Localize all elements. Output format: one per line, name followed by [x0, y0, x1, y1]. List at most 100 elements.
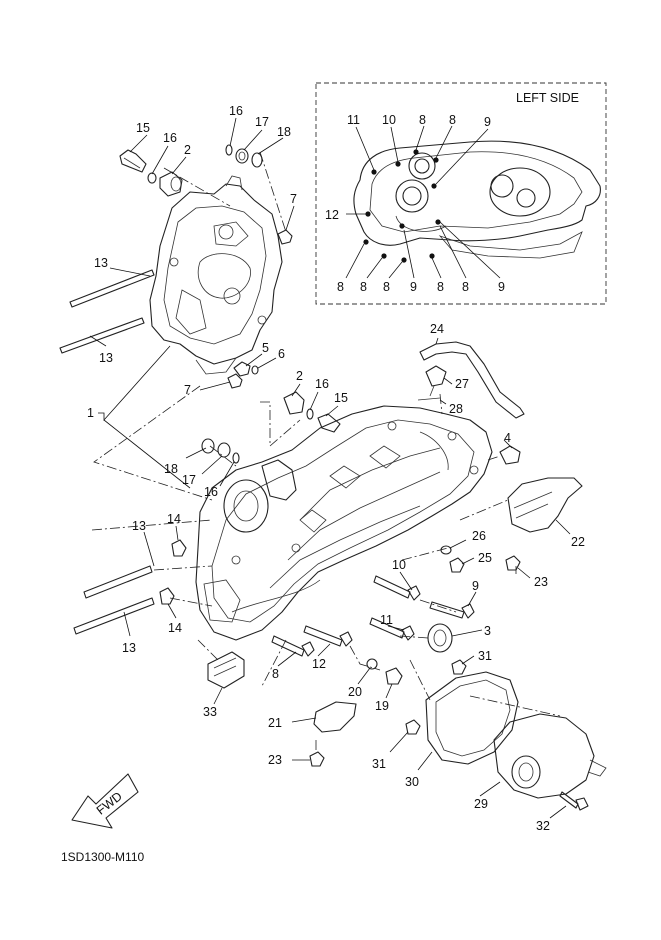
left-case-hole [169, 257, 179, 267]
part-29-cover-boss [511, 755, 541, 789]
part-13-stud [59, 317, 145, 354]
part-33-cover [207, 651, 245, 689]
part-8-bolt [271, 635, 305, 657]
callout-24: 24 [430, 322, 444, 336]
main-case-window [369, 445, 401, 469]
part-13-stud [69, 269, 155, 308]
inset-callout-10: 10 [382, 113, 396, 127]
part-16-oring [306, 408, 314, 420]
inset-callout-11: 11 [347, 113, 360, 127]
part-17-seal [235, 148, 249, 164]
part-19-bolt [385, 667, 403, 685]
part-32-bolt [559, 791, 579, 809]
part-18-clip [201, 438, 215, 454]
callout-19: 19 [375, 699, 389, 713]
callout-32: 32 [536, 819, 550, 833]
bolt-dot [381, 253, 387, 259]
callout-15: 15 [136, 121, 150, 135]
inset-crank-boss-inner [402, 186, 422, 206]
part-20-washer [366, 658, 378, 670]
bolt-dot [435, 219, 441, 225]
callout-10: 10 [392, 558, 406, 572]
part-14-dowel [159, 587, 175, 605]
lower-left-parts [73, 391, 403, 767]
left-case-lug [225, 175, 243, 191]
callout-21: 21 [268, 716, 282, 730]
left-case-hole [257, 315, 267, 325]
callout-2: 2 [296, 369, 303, 383]
callout-7: 7 [290, 192, 297, 206]
callout-1: 1 [87, 406, 94, 420]
fwd-arrow-shape [71, 773, 139, 829]
bolt-dot [431, 183, 437, 189]
callout-26: 26 [472, 529, 486, 543]
bolt-dot [401, 257, 407, 263]
main-case-window [329, 465, 361, 489]
part-8-bolt-head [301, 641, 315, 657]
callout-18: 18 [164, 462, 178, 476]
part-5 [233, 361, 251, 377]
inset-callout-8: 8 [337, 280, 344, 294]
left-case-bearing-bore [197, 253, 251, 299]
inset-title: LEFT SIDE [516, 91, 579, 105]
part-25-bolt [449, 557, 465, 573]
part-10-bolt-head [407, 585, 421, 601]
right-side-parts [369, 341, 607, 811]
inset-callout-9: 9 [498, 280, 505, 294]
callout-15: 15 [334, 391, 348, 405]
callout-17: 17 [182, 473, 196, 487]
part-17-seal [217, 442, 231, 458]
part-11-bolt-head [401, 625, 415, 641]
main-case-flange [211, 419, 475, 623]
callout-4: 4 [504, 431, 511, 445]
part-14-dowel [171, 539, 187, 557]
callout-2: 2 [184, 143, 191, 157]
part-4-dowel [499, 445, 521, 465]
inset-callout-12: 12 [325, 208, 339, 222]
part-29-tab [587, 759, 607, 777]
left-case-hole [223, 287, 241, 305]
callout-12: 12 [312, 657, 326, 671]
part-10-bolt [373, 575, 411, 599]
case-hole [447, 431, 457, 441]
part-9-bolt-head [461, 603, 475, 619]
callout-25: 25 [478, 551, 492, 565]
main-case-curve [419, 431, 449, 471]
fwd-arrow: FWD [71, 773, 139, 829]
inset-bolt-dots [363, 149, 441, 263]
inset-callout-8: 8 [419, 113, 426, 127]
callout-17: 17 [255, 115, 269, 129]
part-23-bolt [309, 751, 325, 767]
inset-inner-rim [369, 151, 583, 233]
inset-callout-8: 8 [383, 280, 390, 294]
inset-shaft-boss-a [490, 174, 514, 198]
part-18-clip [251, 152, 263, 168]
callout-16: 16 [163, 131, 177, 145]
main-leaders [89, 117, 571, 819]
callout-6: 6 [278, 347, 285, 361]
callout-14: 14 [168, 621, 182, 635]
main-case-outline [195, 405, 493, 641]
callout-3: 3 [484, 624, 491, 638]
callout-18: 18 [277, 125, 291, 139]
main-case-rib-c [269, 505, 421, 589]
callout-13: 13 [94, 256, 108, 270]
inset-crank-boss [395, 179, 429, 213]
part-26-washer [440, 545, 452, 555]
bolt-dot [371, 169, 377, 175]
main-crankcase [195, 405, 493, 641]
inset-clutch-housing [489, 167, 551, 217]
part-16-oring [232, 452, 240, 464]
bolt-dot [413, 149, 419, 155]
inset-boss-upper-inner [414, 158, 430, 174]
inset-callout-8: 8 [449, 113, 456, 127]
inset-callout-8: 8 [462, 280, 469, 294]
left-crankcase-half [149, 175, 283, 375]
part-9-bolt [429, 601, 465, 619]
callout-14: 14 [167, 512, 181, 526]
callout-22: 22 [571, 535, 585, 549]
case-hole [291, 543, 301, 553]
bolt-dot [365, 211, 371, 217]
